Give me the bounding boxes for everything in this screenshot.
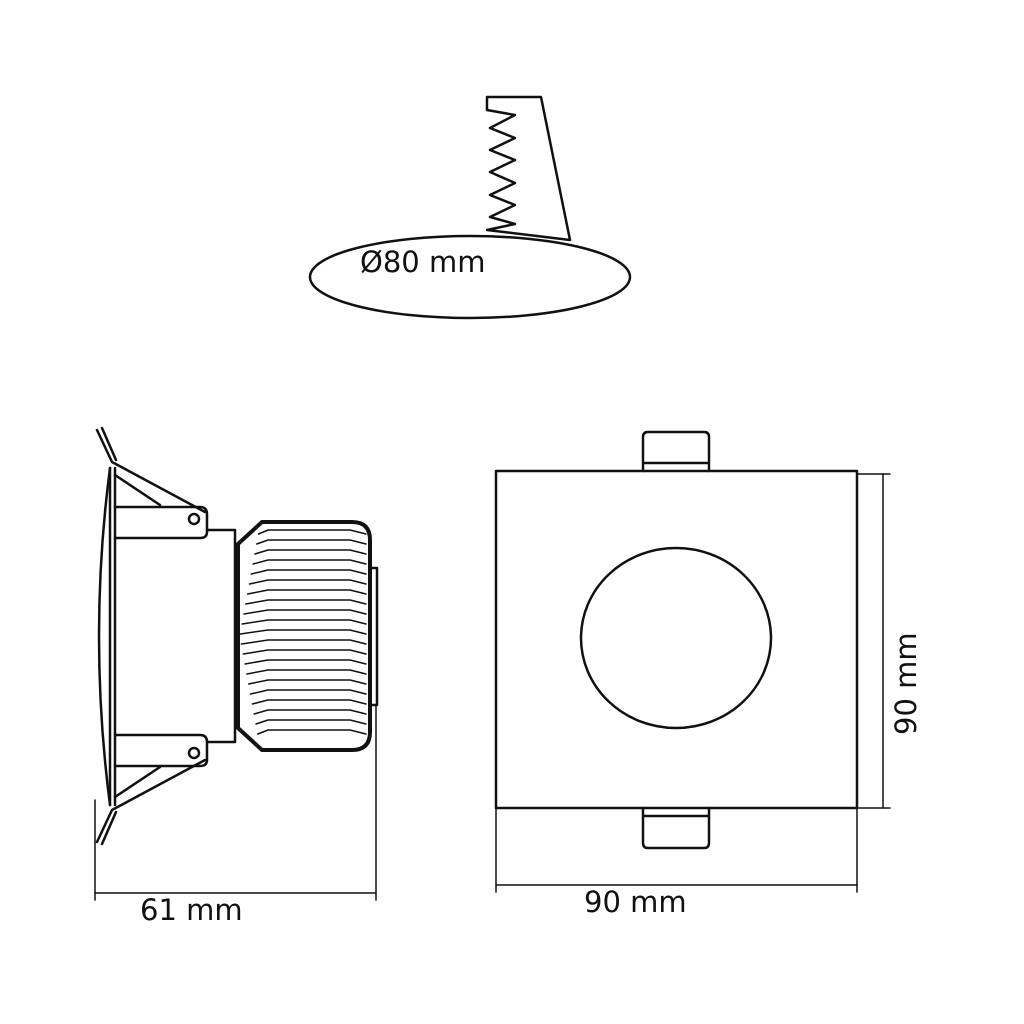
heatsink-fin xyxy=(249,689,367,695)
heatsink-fin xyxy=(248,579,367,585)
front-view: 90 mm 90 mm xyxy=(494,430,923,919)
heatsink-fin xyxy=(250,569,367,575)
lens-flange xyxy=(97,466,112,807)
depth-label: 61 mm xyxy=(140,893,243,927)
housing-body xyxy=(205,528,237,744)
heatsink-fins xyxy=(239,529,367,735)
spring-clip-bracket xyxy=(485,95,572,242)
heatsink-fin xyxy=(240,639,367,645)
heatsink-fin xyxy=(253,709,367,715)
top-clip xyxy=(641,430,711,473)
heatsink-fin xyxy=(246,669,367,675)
heatsink-fin xyxy=(243,609,367,615)
side-view: 61 mm xyxy=(94,426,379,927)
width-label: 90 mm xyxy=(584,885,687,919)
heatsink-outline xyxy=(236,520,372,752)
heatsink-fin xyxy=(254,549,367,555)
bottom-bracket-screw-icon xyxy=(187,746,201,760)
height-label: 90 mm xyxy=(889,632,923,735)
top-bracket xyxy=(113,505,209,540)
heatsink-fin xyxy=(255,719,367,725)
heatsink-fin xyxy=(245,599,367,605)
heatsink-fin xyxy=(239,629,367,635)
bottom-clip xyxy=(641,806,711,850)
top-bracket-screw-icon xyxy=(187,512,201,526)
cutout-diagram: Ø80 mm xyxy=(308,95,632,320)
heatsink-fin xyxy=(252,559,367,565)
cutout-diameter-label: Ø80 mm xyxy=(360,245,485,279)
heatsink-fin xyxy=(255,539,367,545)
bottom-spring-clip xyxy=(95,758,207,846)
light-aperture xyxy=(579,546,773,730)
bottom-bracket xyxy=(113,733,209,768)
heatsink-fin xyxy=(257,529,367,535)
cutout-hole-ellipse xyxy=(308,234,632,320)
heatsink-fin xyxy=(247,679,367,685)
heatsink-fin xyxy=(241,619,367,625)
heatsink-fin xyxy=(246,589,367,595)
heatsink-fin xyxy=(242,649,367,655)
square-trim xyxy=(494,469,859,810)
heatsink-fin xyxy=(244,659,367,665)
heatsink-fin xyxy=(251,699,367,705)
heatsink-fin xyxy=(257,729,367,735)
driver-plate xyxy=(368,566,379,707)
top-spring-clip xyxy=(95,426,207,514)
